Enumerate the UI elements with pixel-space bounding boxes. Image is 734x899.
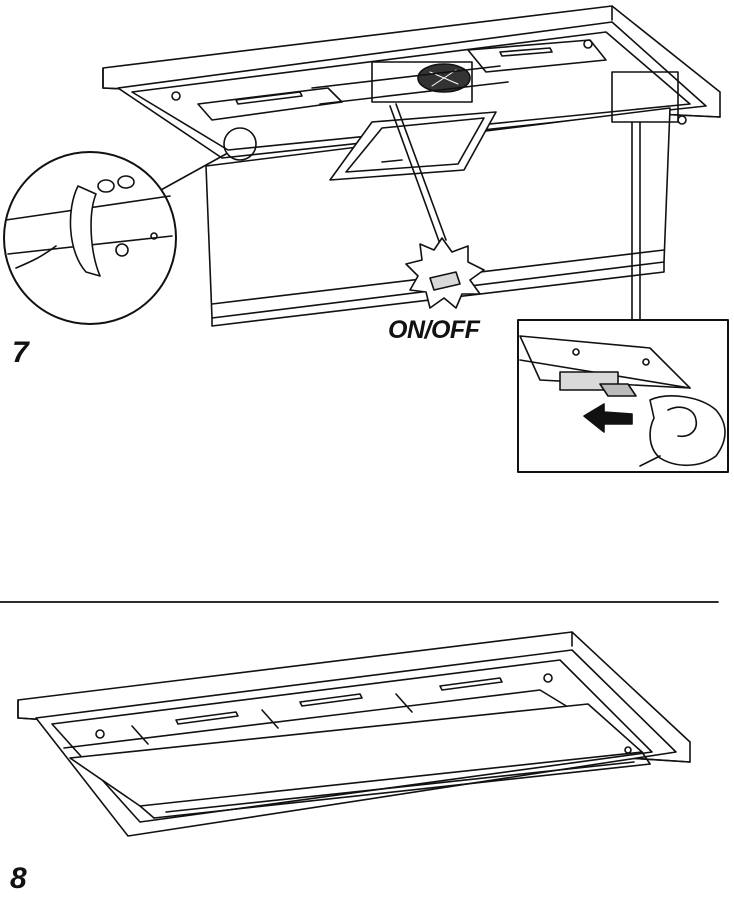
figure-7-number: 7: [12, 336, 29, 370]
figure-7-hood: [103, 6, 720, 326]
hinge-detail-circle: [4, 152, 176, 324]
on-off-label: ON/OFF: [388, 316, 479, 345]
figure-8-hood: [18, 632, 690, 836]
figure-8-number: 8: [10, 862, 27, 896]
filter-removal-inset: [518, 320, 728, 472]
